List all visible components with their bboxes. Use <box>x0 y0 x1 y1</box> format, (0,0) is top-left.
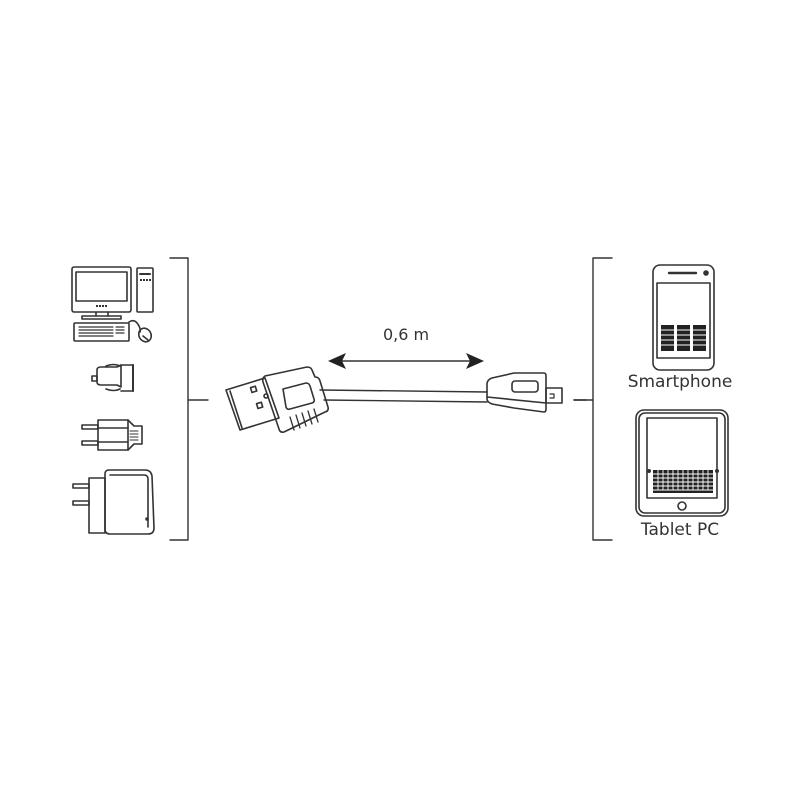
desktop-computer-icon <box>71 266 154 343</box>
length-arrow <box>328 353 484 369</box>
cable <box>319 389 488 403</box>
tablet-label: Tablet PC <box>640 520 720 540</box>
smartphone-icon <box>652 264 715 371</box>
target-bracket <box>573 257 613 541</box>
usb-a-connector-icon <box>225 366 329 433</box>
wall-charger-icon <box>72 469 155 535</box>
smartphone-label: Smartphone <box>627 372 733 392</box>
car-charger-icon <box>91 363 134 392</box>
cable-length-label: 0,6 m <box>382 325 430 344</box>
tablet-icon <box>635 409 729 517</box>
source-bracket <box>169 257 209 541</box>
micro-usb-connector-icon <box>486 372 587 413</box>
plug-adapter-icon <box>81 419 143 451</box>
